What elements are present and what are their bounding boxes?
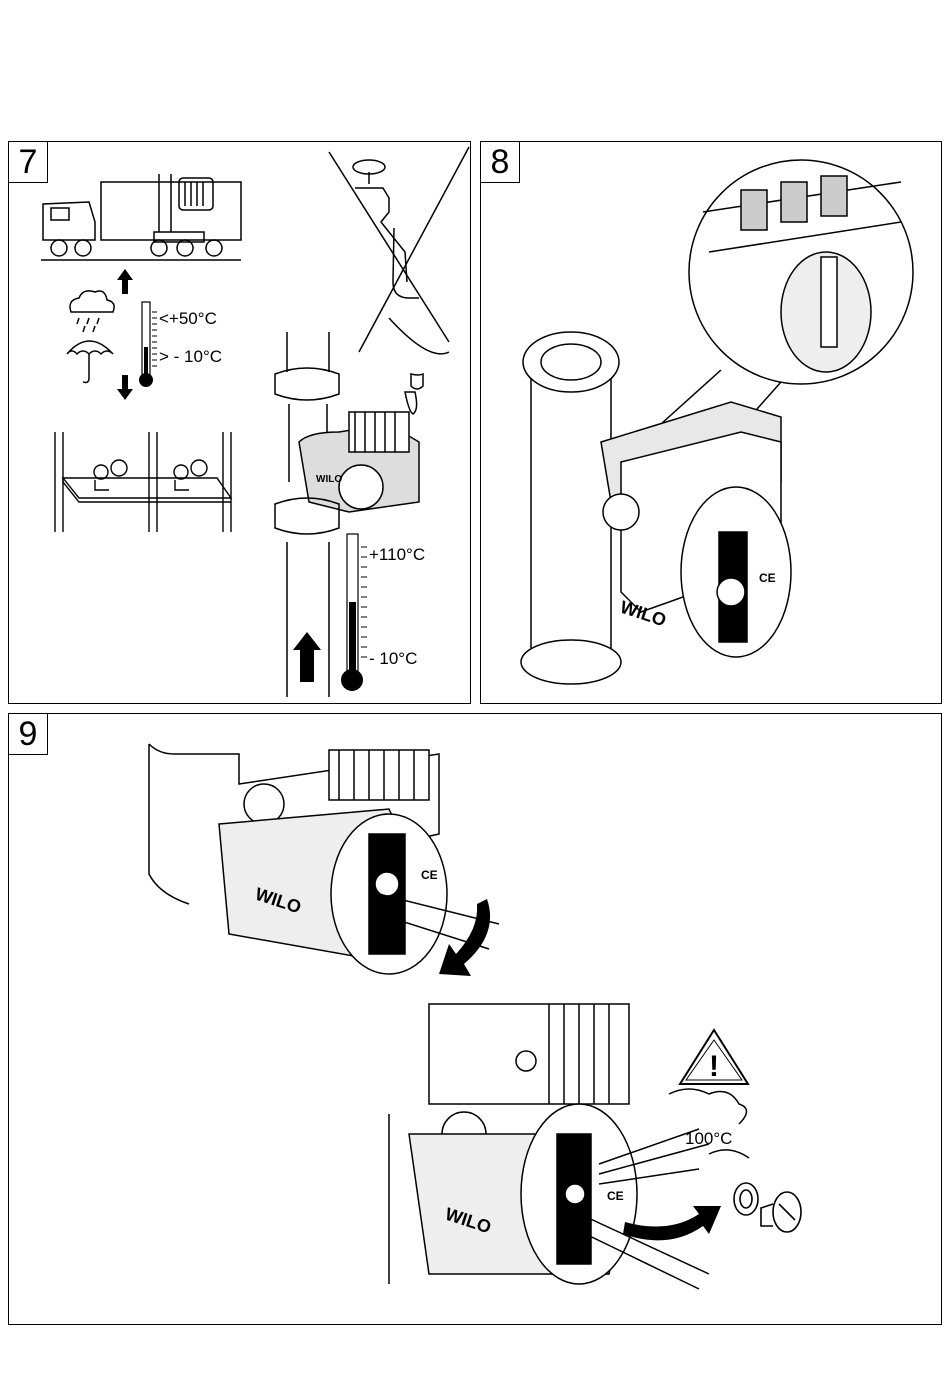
storage-max-temp-label: <+50°C — [159, 309, 217, 328]
flow-arrow-up-icon — [293, 632, 321, 682]
panel-7-drawing: <+50°C > - 10°C — [9, 142, 472, 705]
truck-icon — [41, 174, 241, 260]
thermometer-icon — [139, 302, 157, 387]
fluid-max-temp-label: +110°C — [369, 545, 425, 564]
warning-exclamation: ! — [709, 1050, 719, 1083]
panel-9: 9 WILO CE — [8, 713, 942, 1325]
panel-9-drawing: WILO CE WILO CE 100°C ! — [9, 714, 943, 1326]
ce-mark-lower: CE — [607, 1189, 624, 1203]
washer-icon — [734, 1183, 758, 1215]
arrow-down-icon — [117, 375, 133, 400]
panel-8-drawing: WILO CE — [481, 142, 943, 705]
ce-mark: CE — [421, 868, 438, 882]
panel-8: 8 WILO CE — [480, 141, 942, 704]
panel-7: 7 — [8, 141, 471, 704]
fluid-thermometer-icon — [341, 534, 367, 691]
ce-mark: CE — [759, 571, 776, 585]
arrow-up-icon — [117, 269, 133, 294]
steam-temp-label: 100°C — [685, 1129, 732, 1148]
screw-plug-icon — [761, 1192, 801, 1232]
pump-top-drawing — [149, 744, 499, 974]
storage-min-temp-label: > - 10°C — [159, 347, 222, 366]
pump-drawing — [521, 160, 913, 684]
curved-arrow-icon-right — [623, 1206, 721, 1240]
umbrella-icon — [67, 341, 113, 383]
rain-cloud-icon — [70, 291, 114, 332]
pump-brand-label: WILO — [316, 474, 342, 485]
fluid-min-temp-label: - 10°C — [369, 649, 417, 668]
shelf-icon — [55, 432, 231, 532]
no-faucet-icon — [329, 147, 469, 414]
